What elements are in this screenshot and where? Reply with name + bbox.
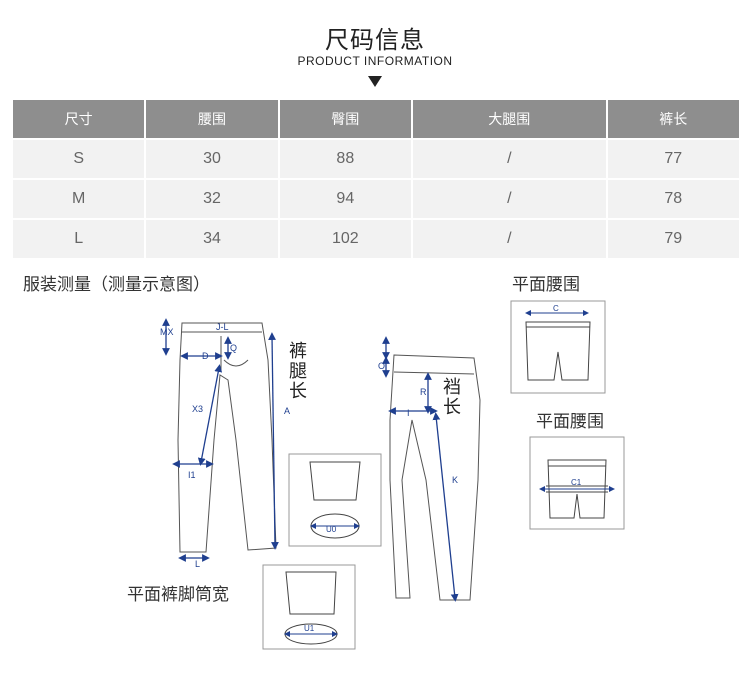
mark-jl: J-L [216, 322, 229, 332]
flat-waist-label-1: 平面腰围 [512, 275, 580, 295]
mark-i1: I1 [188, 470, 196, 480]
cell-thigh: / [412, 220, 606, 258]
header-thigh: 大腿围 [412, 100, 606, 138]
cell-length: 78 [607, 180, 739, 218]
header-size: 尺寸 [13, 100, 145, 138]
mark-r: R [420, 387, 427, 397]
cell-waist: 30 [146, 140, 278, 178]
mark-x3: X3 [192, 404, 203, 414]
flat-leg-opening-label: 平面裤脚筒宽 [127, 585, 229, 605]
mark-o: O [378, 361, 385, 371]
cell-size: M [13, 180, 145, 218]
front-measure-labels: MX J-L D Q X3 A I1 L [160, 322, 290, 569]
cell-size: S [13, 140, 145, 178]
front-leggings-sketch [177, 322, 277, 553]
crotch-length-label: 裆长 [443, 377, 461, 418]
cell-thigh: / [412, 180, 606, 218]
mark-i: I [407, 408, 410, 418]
side-measure-lines [382, 336, 459, 602]
size-table-header-row: 尺寸 腰围 臀围 大腿围 裤长 [13, 100, 739, 138]
table-row: S 30 88 / 77 [13, 140, 739, 178]
mark-q: Q [230, 343, 237, 353]
table-row: M 32 94 / 78 [13, 180, 739, 218]
leg-opening-box-2: U1 [262, 564, 356, 650]
header-waist: 腰围 [146, 100, 278, 138]
flat-waist-box-1: C [510, 300, 606, 394]
mark-a: A [284, 406, 290, 416]
cell-waist: 34 [146, 220, 278, 258]
cell-waist: 32 [146, 180, 278, 218]
mark-c: C [553, 304, 559, 313]
measurement-section-title: 服装测量（测量示意图） [23, 275, 210, 295]
cell-length: 79 [607, 220, 739, 258]
cell-thigh: / [412, 140, 606, 178]
cell-hip: 94 [279, 180, 411, 218]
mark-d: D [202, 351, 209, 361]
cell-size: L [13, 220, 145, 258]
cell-hip: 88 [279, 140, 411, 178]
leg-opening-box-1: U0 [288, 453, 382, 547]
flat-waist-box-2: C1 [529, 436, 625, 530]
page-title: 尺码信息 [325, 26, 425, 54]
flat-waist-label-2: 平面腰围 [536, 412, 604, 432]
cell-length: 77 [607, 140, 739, 178]
mark-k: K [452, 475, 458, 485]
mark-mx: MX [160, 327, 174, 337]
down-arrow-icon [368, 76, 382, 87]
header-hip: 臀围 [279, 100, 411, 138]
mark-c1: C1 [571, 478, 582, 487]
mark-l: L [195, 559, 200, 569]
side-measure-labels: O R I K [378, 361, 458, 485]
mark-u1: U1 [304, 624, 315, 633]
cell-hip: 102 [279, 220, 411, 258]
mark-u0: U0 [326, 525, 337, 534]
header-length: 裤长 [607, 100, 739, 138]
page-subtitle: PRODUCT INFORMATION [297, 54, 453, 68]
size-table: 尺寸 腰围 臀围 大腿围 裤长 S 30 88 / 77 M 32 94 / 7… [11, 98, 741, 260]
table-row: L 34 102 / 79 [13, 220, 739, 258]
front-measure-lines [162, 318, 279, 562]
trouser-leg-length-label: 裤腿长 [289, 341, 307, 402]
side-leggings-sketch [389, 354, 481, 601]
